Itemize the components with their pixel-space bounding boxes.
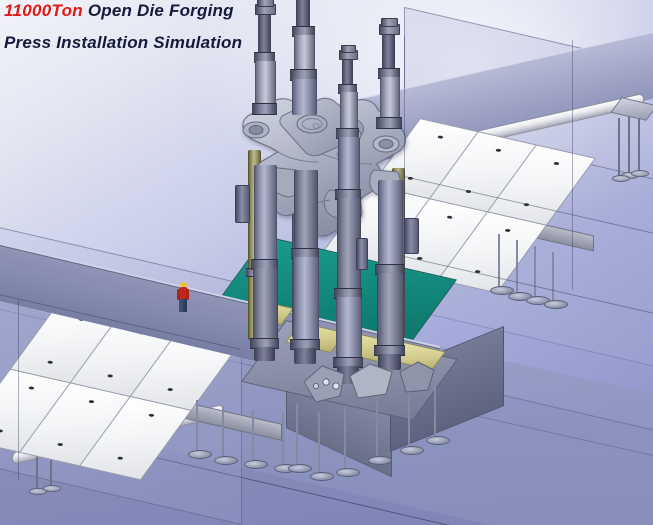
- column-control-box-center: [356, 238, 368, 270]
- guide-line-4: [404, 36, 405, 336]
- guide-line-3: [572, 40, 573, 290]
- title-line-1-rest: Open Die Forging: [82, 1, 234, 20]
- tonnage-label: 11000Ton: [4, 1, 83, 20]
- guide-line-6: [18, 300, 19, 480]
- column-control-box-left: [235, 185, 250, 223]
- column-control-box-right: [404, 218, 419, 254]
- title-line-2: Press Installation Simulation: [4, 33, 242, 53]
- title-line-1: 11000Ton Open Die Forging: [4, 1, 234, 21]
- title-line-2-text: Press Installation Simulation: [4, 33, 243, 52]
